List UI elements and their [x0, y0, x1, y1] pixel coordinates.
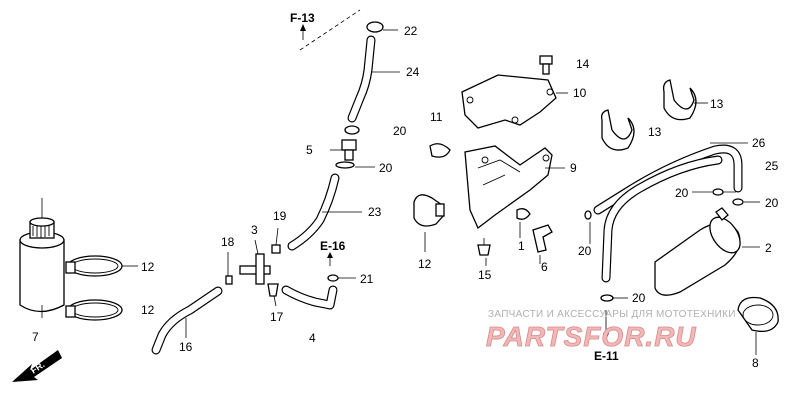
ref-e11: E-11 — [594, 349, 619, 363]
label-part-25: 25 — [765, 159, 779, 173]
part-2-filter — [654, 207, 760, 296]
part-10-plate — [461, 55, 568, 129]
ref-e16: E-16 — [320, 239, 346, 253]
part-16-hose — [151, 286, 223, 355]
label-part-8: 8 — [752, 356, 759, 370]
label-part-24: 24 — [406, 65, 420, 79]
label-part-4: 4 — [309, 331, 316, 345]
reference-arrow-icon — [300, 24, 306, 31]
fr-arrow-icon: FR. — [12, 350, 62, 382]
label-part-2: 2 — [765, 241, 772, 255]
label-part-1: 1 — [518, 239, 525, 253]
watermark: ЗАПЧАСТИ И АКСЕССУАРЫ ДЛЯ МОТОТЕХНИКИ PA… — [486, 309, 736, 352]
part-3-tjoint — [225, 227, 281, 307]
part-1-6-fittings — [516, 208, 553, 253]
watermark-brand: PARTSFOR.RU — [486, 321, 697, 352]
part-12-clamp-middle — [413, 194, 445, 252]
label-part-10: 10 — [573, 86, 587, 100]
part-24-hose — [330, 21, 400, 169]
part-7-canister — [19, 198, 65, 318]
label-part-20-d: 20 — [765, 196, 779, 210]
part-13-clamps — [600, 79, 708, 151]
part-9-bracket — [429, 143, 565, 256]
label-part-18: 18 — [221, 235, 235, 249]
label-part-20-c: 20 — [675, 186, 689, 200]
label-part-20-e: 20 — [578, 244, 592, 258]
label-part-11: 11 — [430, 110, 443, 124]
label-part-20-a: 20 — [393, 124, 407, 138]
part-4-hose — [281, 285, 338, 310]
label-part-5: 5 — [306, 143, 313, 157]
ref-f13: F-13 — [290, 11, 315, 25]
label-part-9: 9 — [570, 161, 577, 175]
label-part-12-a: 12 — [141, 260, 155, 274]
label-part-6: 6 — [541, 260, 548, 274]
label-part-3: 3 — [251, 223, 258, 237]
label-part-19: 19 — [273, 209, 287, 223]
label-part-21: 21 — [360, 272, 374, 286]
watermark-caption: ЗАПЧАСТИ И АКСЕССУАРЫ ДЛЯ МОТОТЕХНИКИ — [488, 309, 736, 320]
label-part-20-b: 20 — [379, 161, 393, 175]
part-12-clamps-left — [65, 255, 138, 321]
label-part-17: 17 — [270, 310, 284, 324]
label-part-15: 15 — [478, 268, 492, 282]
label-part-26: 26 — [752, 136, 766, 150]
label-part-13-a: 13 — [710, 97, 724, 111]
part-8-clamp — [737, 296, 779, 355]
label-part-23: 23 — [368, 205, 382, 219]
label-part-22: 22 — [404, 24, 418, 38]
label-part-14: 14 — [576, 57, 590, 71]
e16-reference — [327, 252, 339, 282]
label-part-12-c: 12 — [418, 257, 432, 271]
label-part-16: 16 — [179, 340, 193, 354]
part-20-clips — [584, 188, 744, 220]
part-23-hose — [287, 173, 362, 251]
label-part-7: 7 — [32, 330, 39, 344]
part-26-hose — [593, 142, 748, 283]
label-part-20-f: 20 — [632, 291, 646, 305]
label-part-12-b: 12 — [141, 303, 155, 317]
f13-reference — [299, 9, 361, 51]
label-part-13-b: 13 — [648, 125, 662, 139]
